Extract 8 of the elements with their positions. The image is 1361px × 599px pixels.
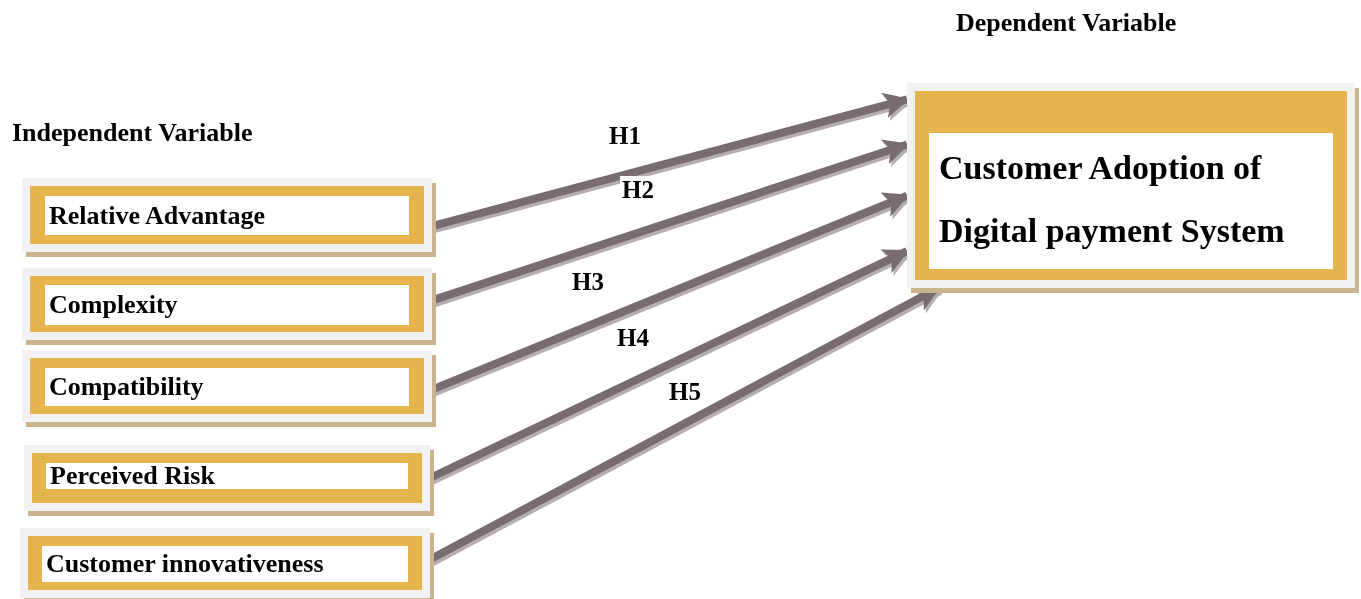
section-heading: Independent Variable [12, 118, 253, 148]
variable-label: Perceived Risk [50, 460, 215, 492]
variable-label: Relative Advantage [49, 199, 265, 232]
variable-label: Customer innovativeness [46, 548, 324, 580]
variable-label: Customer Adoption of Digital payment System [939, 148, 1286, 251]
variable-label: Complexity [49, 289, 178, 321]
section-heading: Dependent Variable [956, 8, 1177, 38]
variable-label: Compatibility [49, 371, 204, 403]
